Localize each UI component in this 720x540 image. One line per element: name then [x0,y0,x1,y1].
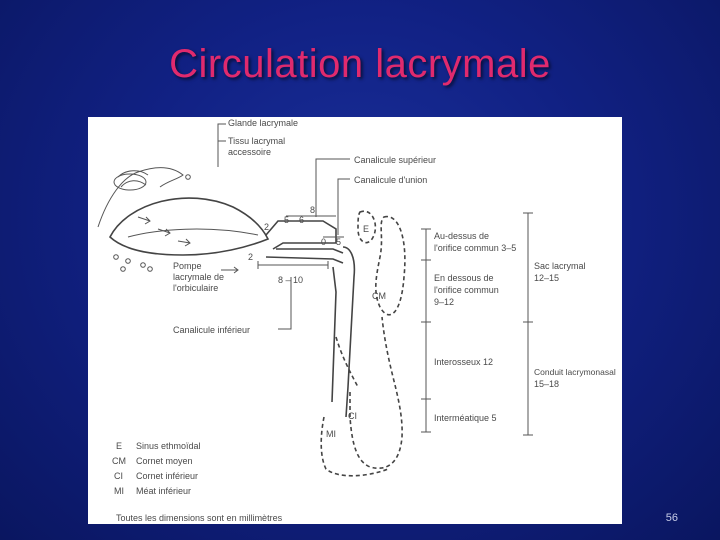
label-intermeatique: Interméatique 5 [434,413,497,423]
middle-turbinate [375,215,406,316]
label-en-dessous-2: l'orifice commun [434,285,499,295]
ethmoid-sinus [357,210,377,244]
label-cm: CM [372,291,386,301]
dim-2-lower: 2 [248,252,253,262]
inferior-turbinate [349,316,403,469]
label-en-dessous-3: 9–12 [434,297,454,307]
label-canal-sup: Canalicule supérieur [354,155,436,165]
gland-lobe [113,173,147,191]
label-interosseux: Interosseux 12 [434,357,493,367]
label-au-dessus-2: l'orifice commun 3–5 [434,243,516,253]
label-en-dessous-1: En dessous de [434,273,494,283]
label-tissu-1: Tissu lacrymal [228,136,285,146]
label-canal-union: Canalicule d'union [354,175,427,185]
label-pompe-1: Pompe [173,261,202,271]
dim-0-5: 0 – 5 [321,237,341,247]
slide-title: Circulation lacrymale [169,42,551,86]
dim-2-upper: 2 [264,222,269,232]
label-sac-1: Sac lacrymal [534,261,586,271]
eye-outline [109,197,270,256]
legend-abbr-0: E [116,441,122,451]
nasal-wall [320,416,389,477]
dim-5-6: 5 – 6 [284,215,304,225]
label-e: E [363,224,369,234]
dim-8-10: 8 – 10 [278,275,303,285]
label-glande: Glande lacrymale [228,118,298,128]
label-conduit-2: 15–18 [534,379,559,389]
legend-text-0: Sinus ethmoïdal [136,441,201,451]
lower-canaliculus [265,256,344,264]
label-pompe-3: l'orbiculaire [173,283,218,293]
label-ci: CI [348,411,357,421]
lacrimal-diagram: Glande lacrymale Tissu lacrymal accessoi… [88,117,622,524]
legend-text-1: Cornet moyen [136,456,193,466]
legend-text-2: Cornet inférieur [136,471,198,481]
label-pompe-2: lacrymale de [173,272,224,282]
label-au-dessus-1: Au-dessus de [434,231,489,241]
nasolacrimal-duct [342,246,356,418]
page-number: 56 [665,512,678,524]
label-conduit-1: Conduit lacrymonasal [534,367,616,377]
dim-8: 8 [310,205,315,215]
legend-abbr-3: MI [114,486,124,496]
label-mi: MI [326,429,336,439]
label-canal-inf: Canalicule inférieur [173,325,250,335]
label-sac-2: 12–15 [534,273,559,283]
diagram-drawing: Glande lacrymale Tissu lacrymal accessoi… [97,118,616,523]
lacrimal-gland-shape [97,167,184,228]
upper-canaliculus [265,220,337,250]
label-tissu-2: accessoire [228,147,271,157]
legend-abbr-2: CI [114,471,123,481]
legend-text-3: Méat inférieur [136,486,191,496]
legend-abbr-1: CM [112,456,126,466]
footnote: Toutes les dimensions sont en millimètre… [116,513,283,523]
